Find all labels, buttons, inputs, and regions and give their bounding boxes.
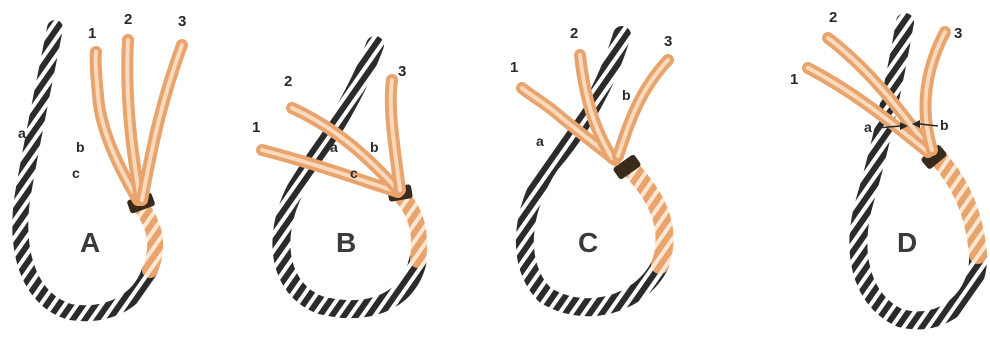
panel-b-point-label-a: a bbox=[330, 139, 338, 155]
panel-d-strand-label-2: 2 bbox=[829, 9, 837, 26]
panel-d-letter: D bbox=[897, 227, 917, 258]
panel-c-point-label-a: a bbox=[536, 133, 544, 149]
panel-b: 1 2 3 a b c B bbox=[252, 45, 419, 309]
panel-d-working-end bbox=[935, 155, 978, 255]
panel-a-strand-label-2: 2 bbox=[124, 11, 132, 28]
panel-a-letter: A bbox=[80, 227, 100, 258]
panel-c-strand-label-1: 1 bbox=[510, 59, 518, 76]
panel-d-strand-label-3: 3 bbox=[954, 25, 962, 42]
panel-a: 1 2 3 a b c A bbox=[18, 11, 186, 313]
panel-c-strand-label-2: 2 bbox=[570, 25, 578, 42]
panel-d-standing-part bbox=[858, 22, 978, 320]
panel-a-strand-label-3: 3 bbox=[178, 13, 186, 30]
panel-c-working-end bbox=[630, 168, 665, 265]
panel-b-letter: B bbox=[336, 227, 356, 258]
panel-d-strand-label-1: 1 bbox=[790, 71, 798, 88]
panel-a-point-label-a: a bbox=[18, 125, 26, 141]
panel-c-point-label-b: b bbox=[622, 87, 631, 103]
panel-d: 2 1 3 a b D bbox=[790, 9, 978, 320]
panel-b-strand-label-3: 3 bbox=[398, 63, 406, 80]
panel-a-strand-label-1: 1 bbox=[88, 25, 96, 42]
panel-d-point-label-b: b bbox=[940, 117, 949, 133]
panel-b-point-label-c: c bbox=[350, 165, 358, 181]
panel-b-point-label-b: b bbox=[370, 139, 379, 155]
panel-a-working-end bbox=[140, 205, 155, 270]
panel-c-letter: C bbox=[578, 227, 598, 258]
panel-c: 1 2 3 a b C bbox=[510, 25, 672, 307]
panel-a-point-label-c: c bbox=[72, 165, 80, 181]
panel-b-working-end bbox=[400, 195, 419, 260]
panel-c-strand-label-3: 3 bbox=[664, 33, 672, 50]
panel-b-strand-label-1: 1 bbox=[252, 119, 260, 136]
panel-c-strand-3 bbox=[618, 60, 668, 156]
panel-a-point-label-b: b bbox=[76, 139, 85, 155]
panel-d-point-label-a: a bbox=[864, 119, 872, 135]
panel-b-strand-label-2: 2 bbox=[284, 73, 292, 90]
